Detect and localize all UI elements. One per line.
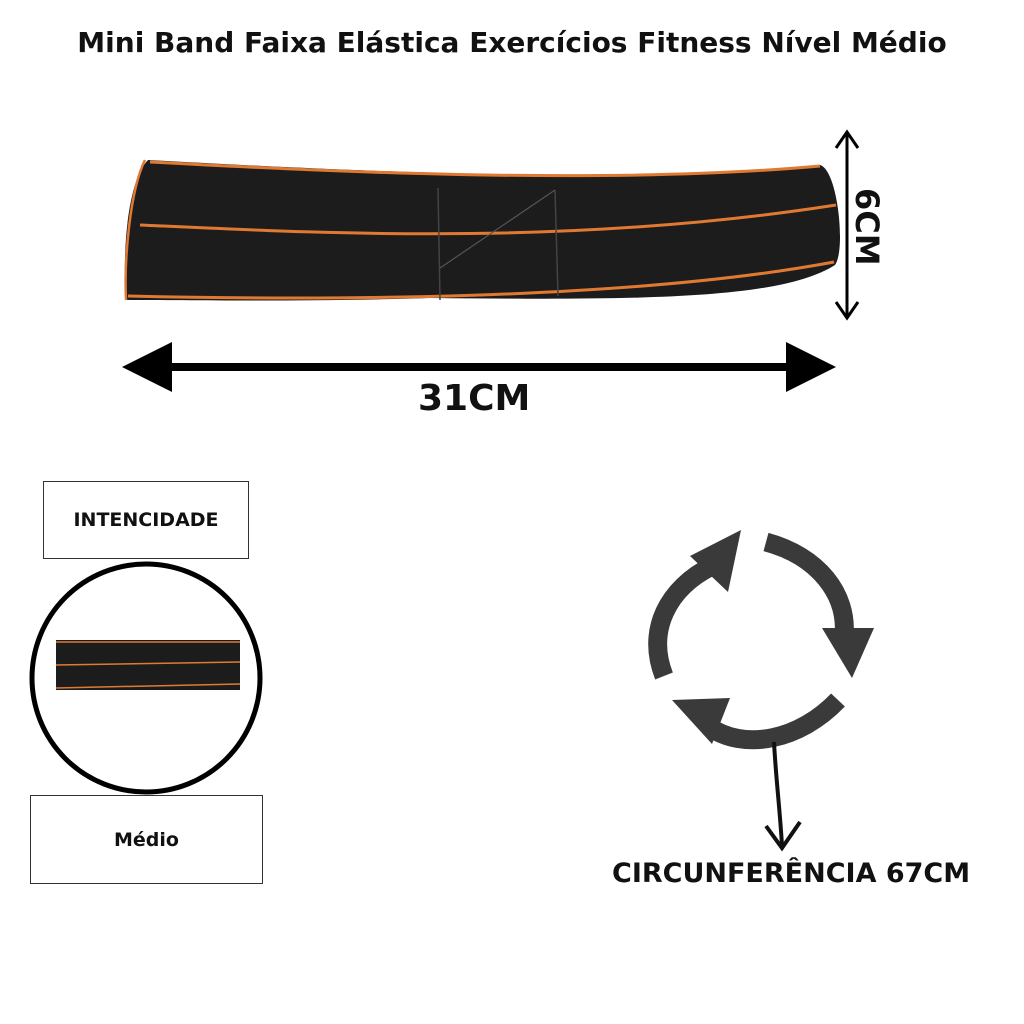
circumference-label: CIRCUNFERÊNCIA 67CM	[612, 858, 971, 889]
page-title: Mini Band Faixa Elástica Exercícios Fitn…	[77, 26, 947, 59]
width-arrow	[122, 342, 836, 392]
intensity-level: Médio	[114, 828, 179, 851]
width-label: 31CM	[418, 378, 531, 419]
band-image	[124, 159, 841, 301]
height-arrow	[834, 129, 860, 321]
pointer-arrow	[764, 741, 802, 852]
intensity-level-box: Médio	[30, 795, 263, 884]
circular-arrows-icon	[648, 530, 874, 750]
intensity-label-box: INTENCIDADE	[43, 481, 249, 559]
intensity-label: INTENCIDADE	[73, 509, 219, 531]
height-label: 6CM	[848, 188, 886, 266]
intensity-circle	[29, 561, 263, 795]
